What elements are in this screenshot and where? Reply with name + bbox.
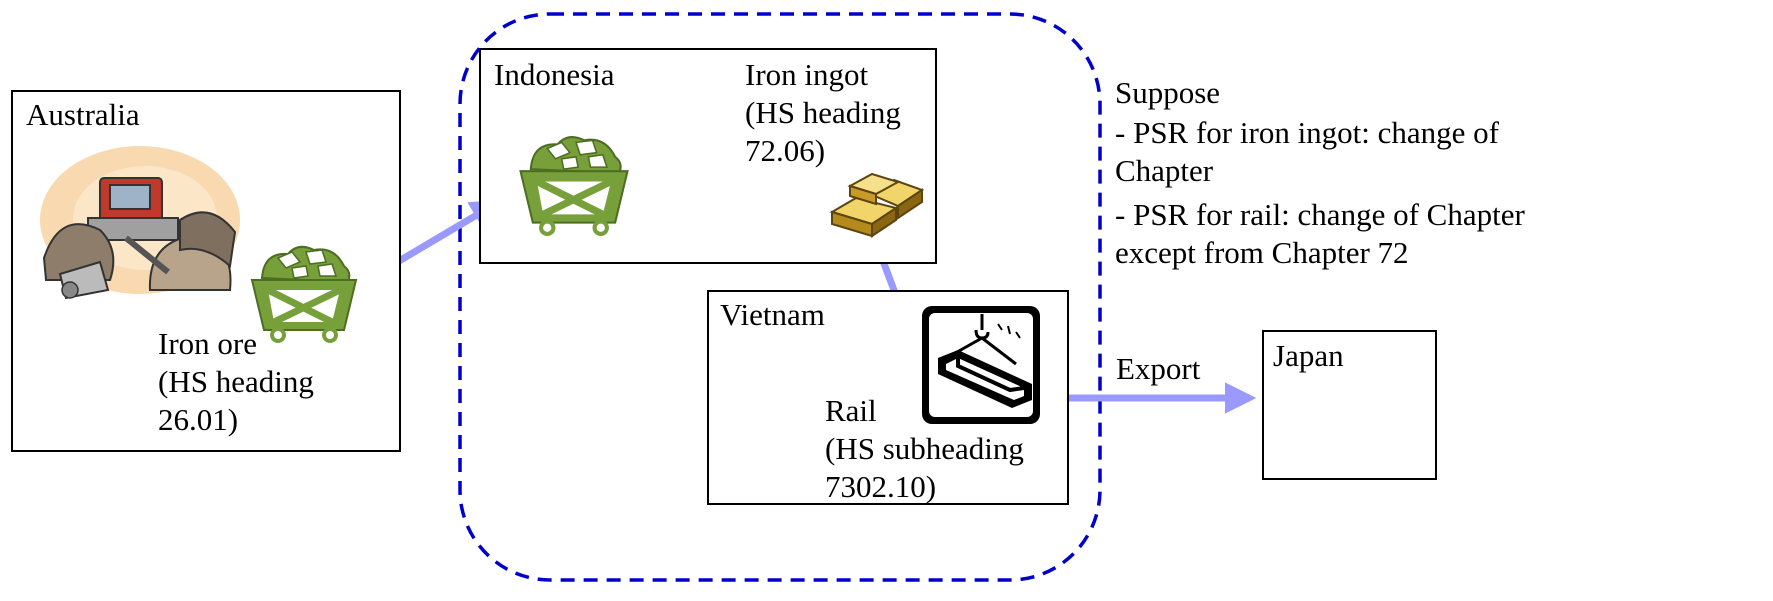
- australia-label: Australia: [26, 97, 140, 132]
- rail-label: Rail (HS subheading 7302.10): [825, 393, 1024, 504]
- iron-ingot-icon: [829, 172, 925, 238]
- japan-box: [1262, 330, 1437, 480]
- supply-chain-region: [458, 12, 1102, 582]
- ore-cart-icon: [519, 136, 629, 236]
- indonesia-label: Indonesia: [494, 57, 615, 92]
- ore-cart-icon: [250, 245, 358, 343]
- iron-ore-label: Iron ore (HS heading 26.01): [158, 326, 314, 437]
- note-rule-rail: - PSR for rail: change of Chapter except…: [1115, 197, 1525, 270]
- iron-ingot-label: Iron ingot (HS heading 72.06): [745, 57, 901, 168]
- export-label: Export: [1116, 351, 1201, 386]
- vietnam-label: Vietnam: [720, 297, 825, 332]
- note-heading: Suppose: [1115, 75, 1221, 110]
- note-rule-iron-ingot: - PSR for iron ingot: change of Chapter: [1115, 115, 1500, 188]
- mining-scene-icon: [40, 146, 240, 300]
- steel-beam-crane-icon: [922, 306, 1040, 424]
- japan-label: Japan: [1273, 338, 1344, 373]
